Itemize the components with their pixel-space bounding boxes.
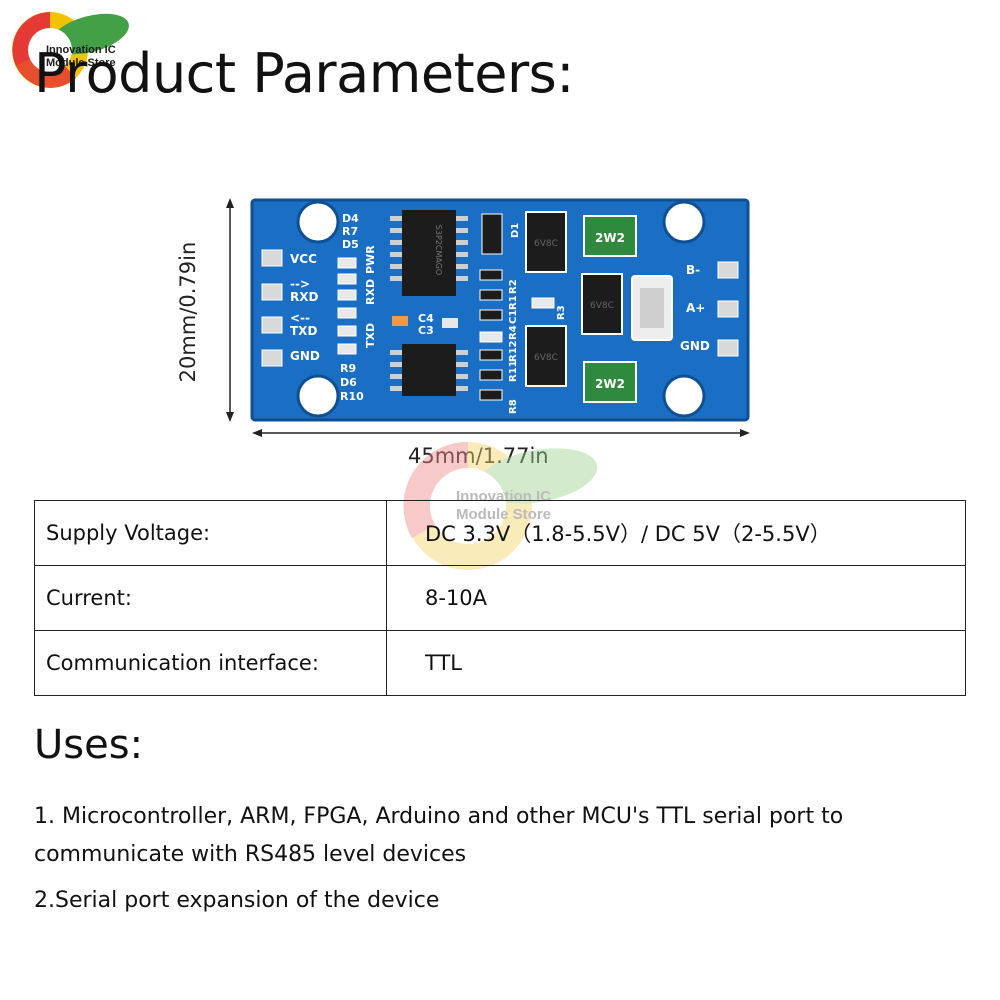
label-rxd-led: RXD xyxy=(364,279,377,305)
label-c4: C4 xyxy=(418,312,434,325)
table-row: Communication interface: TTL xyxy=(34,630,966,696)
label-r8: R8 xyxy=(508,399,519,414)
tvs-label-2: 6V8C xyxy=(534,353,558,363)
label-c1: C1 xyxy=(508,310,519,324)
pin-label-txd: TXD xyxy=(290,324,317,338)
label-r11: R11 xyxy=(508,360,519,382)
pin-label-b-minus: B- xyxy=(686,263,700,277)
label-c3: C3 xyxy=(418,324,434,337)
param-label: Communication interface: xyxy=(34,630,387,696)
fuse-label-2: 2W2 xyxy=(595,377,625,391)
ref-r7: R7 xyxy=(342,225,358,238)
ref-r9: R9 xyxy=(340,362,356,375)
arrow-down-icon xyxy=(226,412,234,422)
arrow-left-icon xyxy=(252,429,262,437)
pin-label-vcc: VCC xyxy=(290,252,317,266)
diode-d1 xyxy=(481,213,503,255)
right-pin-pads xyxy=(717,261,739,357)
label-txd-led: TXD xyxy=(364,323,377,348)
tvs-label-3: 6V8C xyxy=(590,301,614,311)
ref-d4: D4 xyxy=(342,212,359,225)
brand-line-2: Module Store xyxy=(46,57,116,69)
led-column xyxy=(337,257,357,355)
chip-u2 xyxy=(390,344,468,396)
height-dimension-label: 20mm/0.79in xyxy=(176,241,200,383)
pin-label-rxd: RXD xyxy=(290,290,318,304)
label-pwr-led: PWR xyxy=(364,245,377,274)
brand-line-1: Innovation IC xyxy=(46,44,116,56)
pcb-board: VCC RXD TXD GND --> <-- B- A+ GND D4 R7 … xyxy=(226,198,750,437)
capacitor-c3 xyxy=(442,318,458,328)
table-row: Supply Voltage: DC 3.3V（1.8-5.5V）/ DC 5V… xyxy=(34,500,966,566)
param-label: Current: xyxy=(34,565,387,631)
uses-heading: Uses: xyxy=(34,722,144,768)
param-value: TTL xyxy=(386,630,966,696)
uses-item-2: 2.Serial port expansion of the device xyxy=(34,888,440,913)
label-r2: R2 xyxy=(508,279,519,294)
board-illustration: VCC RXD TXD GND --> <-- B- A+ GND D4 R7 … xyxy=(180,190,760,480)
pin-arrow-tx: <-- xyxy=(290,311,310,325)
mounting-holes xyxy=(296,200,706,418)
pin-label-a-plus: A+ xyxy=(686,301,705,315)
parameters-table: Supply Voltage: DC 3.3V（1.8-5.5V）/ DC 5V… xyxy=(34,500,966,696)
ref-r10: R10 xyxy=(340,390,364,403)
label-r12: R12 xyxy=(508,340,519,362)
brand-logo: Innovation IC Module Store xyxy=(6,4,136,100)
arrow-right-icon xyxy=(740,429,750,437)
uses-item-1: 1. Microcontroller, ARM, FPGA, Arduino a… xyxy=(34,804,844,867)
tvs-diodes: 6V8C 6V8C 6V8C xyxy=(525,211,623,387)
label-r3: R3 xyxy=(556,305,567,320)
param-value: DC 3.3V（1.8-5.5V）/ DC 5V（2-5.5V） xyxy=(386,500,966,566)
param-label: Supply Voltage: xyxy=(34,500,387,566)
left-pin-pads xyxy=(261,249,283,367)
param-value: 8-10A xyxy=(386,565,966,631)
label-d1: D1 xyxy=(510,223,521,238)
label-r4: R4 xyxy=(508,325,519,340)
page-title: Product Parameters: xyxy=(34,42,574,105)
table-row: Current: 8-10A xyxy=(34,565,966,631)
chip-u1: S3P2CMAGO xyxy=(390,210,468,296)
ref-d5: D5 xyxy=(342,238,359,251)
label-r1: R1 xyxy=(508,295,519,310)
pin-arrow-rx: --> xyxy=(290,277,310,291)
capacitor-c4 xyxy=(392,316,408,326)
arrow-up-icon xyxy=(226,198,234,208)
pin-label-gnd-right: GND xyxy=(680,339,710,353)
ref-d6: D6 xyxy=(340,376,357,389)
resistor-array xyxy=(479,269,555,401)
fuse-label-1: 2W2 xyxy=(595,231,625,245)
width-dimension-label: 45mm/1.77in xyxy=(408,444,549,468)
tvs-label-1: 6V8C xyxy=(534,239,558,249)
pin-label-gnd: GND xyxy=(290,349,320,363)
logo-mark-icon xyxy=(12,12,129,88)
fuses: 2W2 2W2 xyxy=(583,215,637,403)
chip-marking: S3P2CMAGO xyxy=(434,225,443,275)
